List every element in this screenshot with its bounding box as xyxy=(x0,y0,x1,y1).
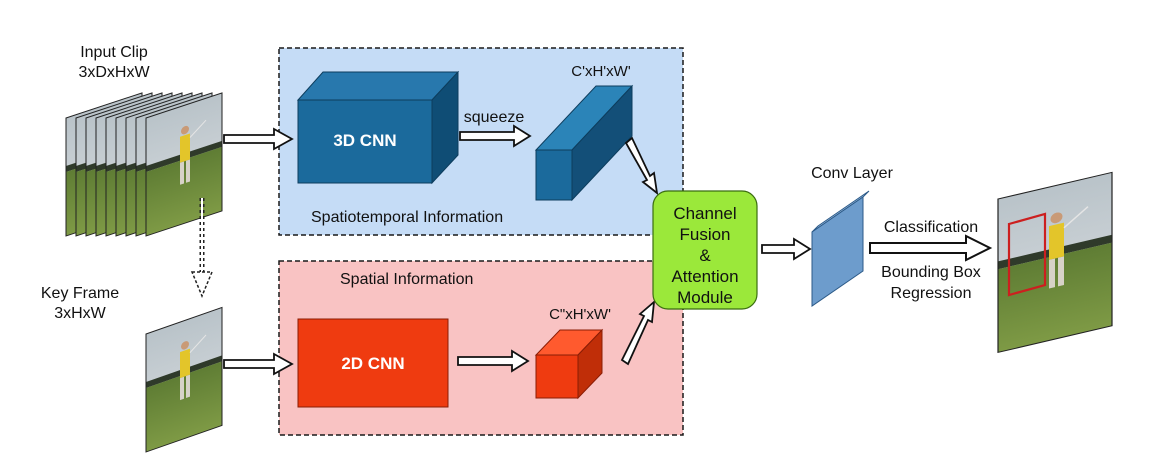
feature-2d-block xyxy=(534,328,604,400)
classification-label: Classification xyxy=(884,219,978,236)
cnn-2d-block xyxy=(297,318,449,408)
fusion-line-4: Attention xyxy=(671,267,738,286)
feature-2d-dims: C"xH'xW' xyxy=(549,306,611,323)
feature2d-to-fusion-arrow xyxy=(620,299,656,366)
conv-to-output-arrow xyxy=(869,234,993,262)
key-frame-dims: 3xHxW xyxy=(54,305,106,322)
conv-layer-label: Conv Layer xyxy=(811,165,893,182)
input-clip-dims: 3xDxHxW xyxy=(78,64,150,81)
squeeze-label: squeeze xyxy=(464,109,525,126)
cnn-2d-label: 2D CNN xyxy=(341,354,404,373)
keyframe-to-cnn2d-arrow xyxy=(223,352,294,376)
input-clip-title: Input Clip xyxy=(80,44,148,61)
feature-3d-block xyxy=(534,84,634,202)
key-frame-image xyxy=(145,306,223,453)
spatiotemporal-caption: Spatiotemporal Information xyxy=(311,209,503,226)
clip-to-cnn3d-arrow xyxy=(223,127,294,151)
squeeze-arrow xyxy=(459,124,532,148)
cnn-3d-block xyxy=(296,70,460,185)
key-frame-title: Key Frame xyxy=(41,285,119,302)
conv-layer-block xyxy=(811,190,870,307)
bbox-label-line-2: Regression xyxy=(891,285,972,302)
feature3d-to-fusion-arrow xyxy=(624,136,659,196)
cnn2d-to-feature-arrow xyxy=(457,349,530,373)
fusion-line-1: Channel xyxy=(673,204,736,223)
fusion-line-5: Module xyxy=(677,288,733,307)
cnn-3d-label: 3D CNN xyxy=(333,131,396,150)
detection-bounding-box xyxy=(1007,212,1047,297)
output-frame-image xyxy=(997,171,1113,354)
fusion-line-2: Fusion xyxy=(679,225,730,244)
fusion-line-3: & xyxy=(699,246,711,265)
clip-frame-9 xyxy=(145,92,223,237)
fusion-module xyxy=(652,190,758,310)
spatial-caption: Spatial Information xyxy=(340,271,473,288)
feature-3d-dims: C'xH'xW' xyxy=(571,63,631,80)
clip-to-keyframe-arrow xyxy=(190,198,214,298)
fusion-to-conv-arrow xyxy=(761,237,812,261)
bbox-label-line-1: Bounding Box xyxy=(881,264,981,281)
input-clip-stack xyxy=(65,92,223,237)
